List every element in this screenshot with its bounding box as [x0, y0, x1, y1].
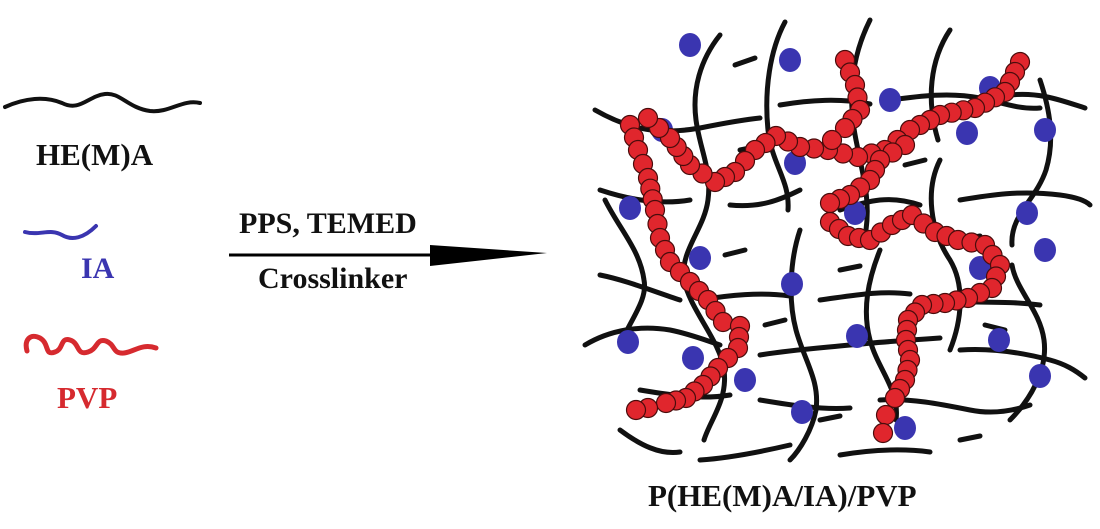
reaction-conditions-crosslinker: Crosslinker — [258, 262, 408, 295]
ia-unit-dot — [679, 33, 701, 57]
pvp-bead — [819, 192, 841, 214]
product-label: P(HE(M)A/IA)/PVP — [648, 478, 917, 513]
ia-unit-dot — [1034, 118, 1056, 142]
ia-unit-dot — [894, 416, 916, 440]
ia-unit-dot — [956, 121, 978, 145]
ia-unit-dot — [779, 48, 801, 72]
ia-unit-dot — [846, 324, 868, 348]
ia-unit-dot — [1034, 238, 1056, 262]
ia-unit-dot — [682, 346, 704, 370]
pvp-bead — [712, 311, 734, 333]
ia-strand-icon — [23, 224, 98, 240]
hema-strand-icon — [3, 91, 202, 114]
ia-unit-dot — [879, 88, 901, 112]
ia-unit-dot — [1016, 201, 1038, 225]
pvp-bead — [625, 399, 647, 421]
pvp-bead — [655, 392, 677, 414]
ia-unit-dot — [844, 201, 866, 225]
hema-label: HE(M)A — [36, 137, 154, 172]
reaction-conditions-initiators: PPS, TEMED — [239, 207, 417, 240]
pvp-bead-chains — [619, 49, 1031, 444]
ia-unit-dot — [781, 272, 803, 296]
pvp-bead — [872, 422, 894, 444]
ia-unit-dot — [1029, 364, 1051, 388]
ia-unit-dot — [619, 196, 641, 220]
reaction-arrow — [229, 245, 547, 266]
ia-unit-dot — [988, 328, 1010, 352]
ia-unit-dot — [734, 368, 756, 392]
pvp-bead — [637, 107, 659, 129]
ia-unit-dot — [791, 400, 813, 424]
ia-unit-dot — [617, 330, 639, 354]
pvp-bead — [875, 404, 897, 426]
ia-unit-dot — [689, 246, 711, 270]
pvp-bead — [884, 387, 906, 409]
pvp-strand-icon — [23, 333, 159, 356]
hydrogel-network — [582, 17, 1093, 463]
ia-label: IA — [81, 252, 115, 285]
pvp-label: PVP — [57, 380, 118, 415]
pvp-bead — [821, 129, 843, 151]
pvp-bead — [834, 117, 856, 139]
